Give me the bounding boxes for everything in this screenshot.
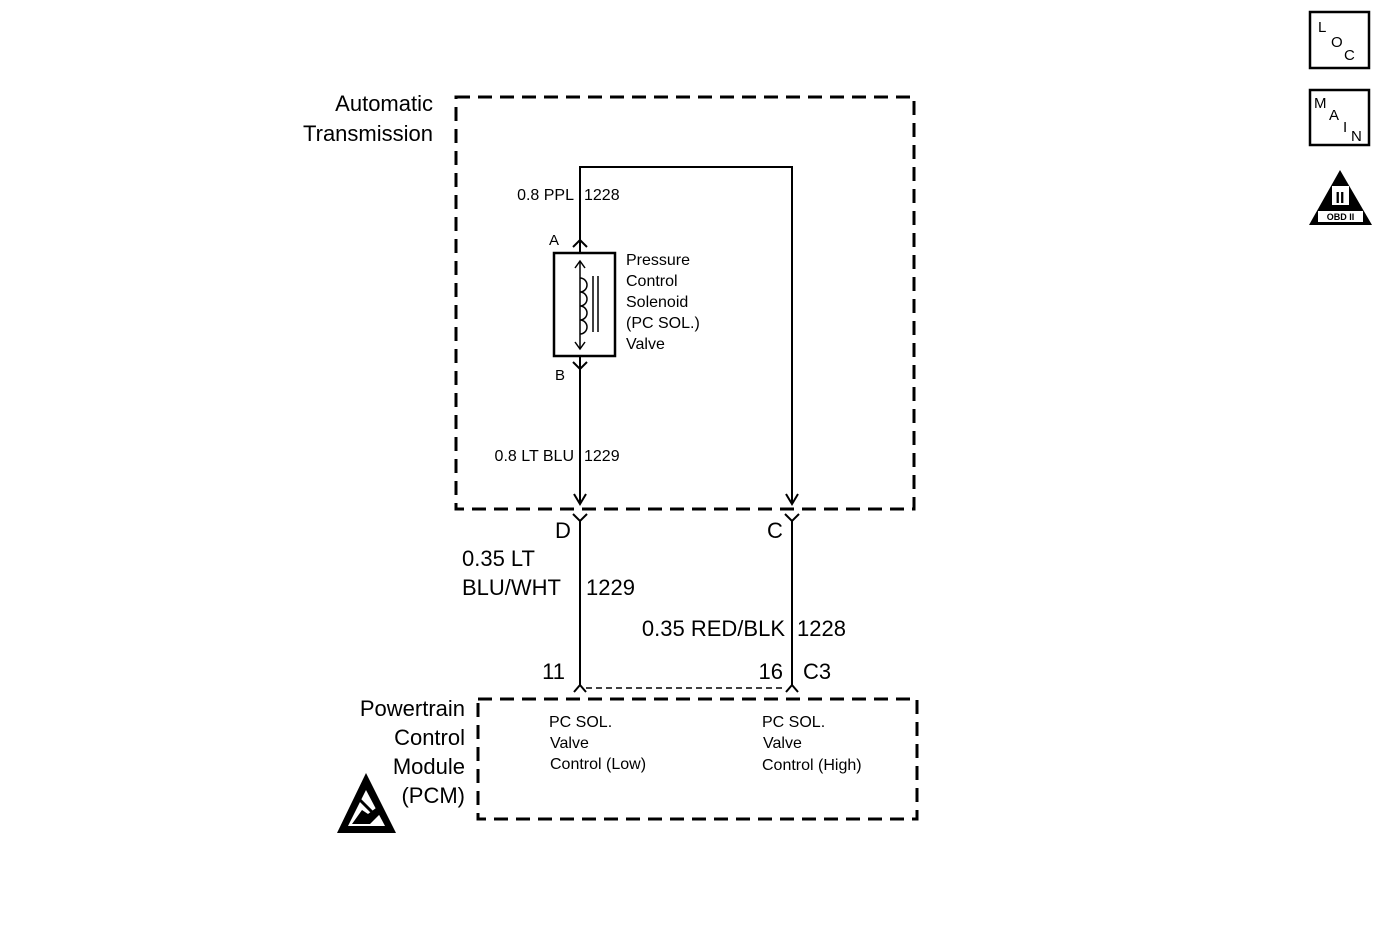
pin-a-label: A — [549, 232, 559, 249]
main-icon-letter-m: M — [1314, 95, 1327, 112]
wire-1228-internal — [579, 166, 793, 502]
arrow-d-icon — [573, 493, 587, 506]
connector-d-label: D — [555, 518, 571, 543]
main-icon-letter-i: I — [1343, 119, 1347, 136]
pc-solenoid-icon — [552, 251, 617, 358]
pcm-pin-16-chevron-icon — [785, 683, 799, 693]
obd-ii-numeral: II — [1336, 190, 1345, 207]
pcm-label-line-4: (PCM) — [401, 783, 465, 808]
pcm-high-line-2: Valve — [763, 735, 802, 752]
solenoid-label-line-4: (PC SOL.) — [626, 315, 700, 332]
transmission-label-line-1: Automatic — [335, 91, 433, 116]
pcm-pin-16-label: 16 — [759, 659, 783, 684]
right-circuit-label: 1228 — [797, 616, 846, 641]
solenoid-label-line-1: Pressure — [626, 252, 690, 269]
pin-b-label: B — [555, 367, 565, 384]
bottom-circuit-label: 1229 — [584, 448, 620, 465]
left-circuit-label: 1229 — [586, 575, 635, 600]
obd-ii-icon[interactable]: II OBD II — [1309, 170, 1372, 225]
pcm-low-line-3: Control (Low) — [550, 756, 646, 773]
pcm-pin-11-chevron-icon — [573, 683, 587, 693]
solenoid-label-line-3: Solenoid — [626, 294, 688, 311]
solenoid-label-line-2: Control — [626, 273, 678, 290]
main-icon-letter-a: A — [1329, 107, 1339, 124]
top-wire-label: 0.8 PPL — [517, 187, 574, 204]
connector-d-chevron-icon — [572, 513, 588, 523]
pcm-high-line-1: PC SOL. — [762, 714, 825, 731]
pcm-label-line-2: Control — [394, 725, 465, 750]
pcm-pin-11-label: 11 — [542, 659, 565, 684]
pcm-low-line-1: PC SOL. — [549, 714, 612, 731]
right-wire-label: 0.35 RED/BLK — [642, 616, 785, 641]
pcm-label-line-3: Module — [393, 754, 465, 779]
obd-ii-label: OBD II — [1327, 212, 1355, 222]
bottom-wire-label: 0.8 LT BLU — [495, 448, 574, 465]
pcm-boundary — [476, 697, 919, 821]
left-wire-label-line-2: BLU/WHT — [462, 575, 561, 600]
loc-icon-letter-o: O — [1331, 34, 1343, 51]
connector-c-label: C — [767, 518, 783, 543]
solenoid-label-line-5: Valve — [626, 336, 665, 353]
pcm-connector-label: C3 — [803, 659, 831, 684]
transmission-boundary — [454, 95, 916, 511]
loc-icon-letter-l: L — [1318, 19, 1326, 36]
loc-icon-letter-c: C — [1344, 47, 1355, 64]
transmission-label-line-2: Transmission — [303, 121, 433, 146]
loc-icon[interactable]: L O C — [1308, 10, 1371, 70]
main-icon-letter-n: N — [1351, 128, 1362, 145]
pcm-high-line-3: Control (High) — [762, 757, 862, 774]
arrow-c-icon — [785, 493, 799, 506]
main-icon[interactable]: M A I N — [1308, 88, 1371, 147]
left-wire-label-line-1: 0.35 LT — [462, 546, 535, 571]
pcm-label-line-1: Powertrain — [360, 696, 465, 721]
connector-c-chevron-icon — [784, 513, 800, 523]
esd-warning-icon — [337, 773, 396, 833]
pcm-low-line-2: Valve — [550, 735, 589, 752]
top-circuit-label: 1228 — [584, 187, 620, 204]
